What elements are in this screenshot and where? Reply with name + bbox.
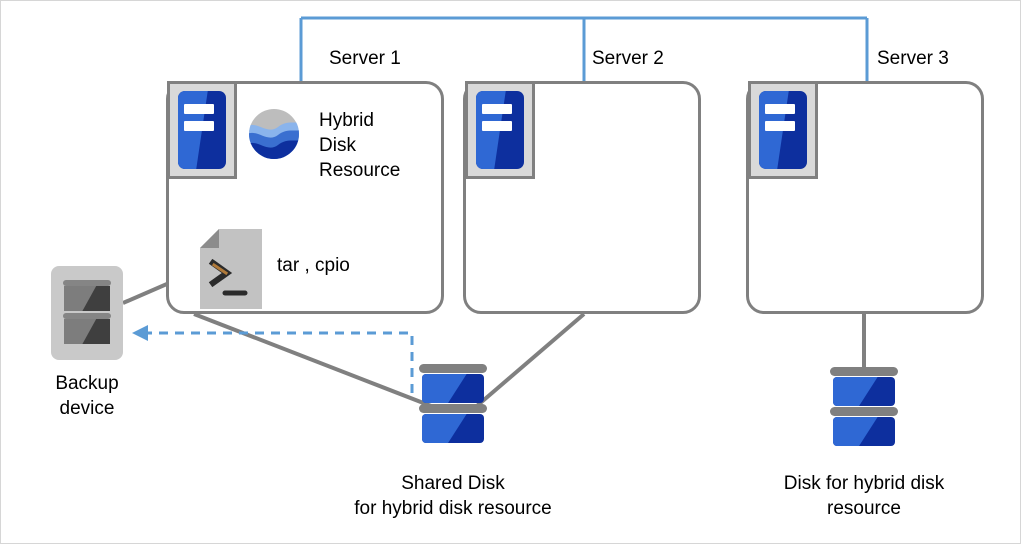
backup-flow-arrow [142, 331, 414, 393]
server-slot-bar [481, 120, 512, 131]
backup-device-icon [51, 266, 123, 360]
disk-cap [830, 367, 898, 376]
link-server1-shared-disk [193, 312, 445, 413]
tar-cpio-label: tar , cpio [277, 255, 350, 276]
disk-cap [830, 407, 898, 416]
server-3-icon [748, 81, 818, 179]
hybrid-disk-sphere-icon [249, 109, 299, 159]
link-server2-shared-disk [469, 312, 586, 413]
server-chassis [759, 91, 807, 169]
server-slot-bar [481, 104, 512, 115]
disk-cap [419, 404, 487, 413]
script-terminal-icon [200, 229, 262, 309]
server-slot-bar [183, 120, 214, 131]
backup-platter-cap [63, 280, 111, 286]
server-3-label: Server 3 [877, 48, 949, 69]
server-chassis [178, 91, 226, 169]
shared-disk-label: Shared Disk for hybrid disk resource [354, 473, 552, 519]
disk-platter [422, 374, 484, 403]
backup-platter [64, 319, 110, 344]
backup-platter [64, 286, 110, 311]
backup-flow-arrowhead [132, 325, 148, 341]
server-slot-bar [764, 104, 795, 115]
backup-platter-cap [63, 313, 111, 319]
disk-platter [833, 417, 895, 446]
disk-cap [419, 364, 487, 373]
server-2-icon [465, 81, 535, 179]
server-chassis [476, 91, 524, 169]
hybrid-disk-icon [830, 367, 898, 451]
shared-disk-icon [419, 364, 487, 448]
server-slot-bar [764, 120, 795, 131]
disk-platter [422, 414, 484, 443]
server-1-icon [167, 81, 237, 179]
backup-flow-path [142, 331, 414, 393]
hybrid-disk-resource-label: Hybrid Disk Resource [319, 110, 401, 181]
hybrid-disk-label: Disk for hybrid disk resource [783, 473, 945, 519]
backup-device-label: Backup device [55, 373, 119, 419]
disk-platter [833, 377, 895, 406]
server-2-label: Server 2 [592, 48, 664, 69]
server-slot-bar [183, 104, 214, 115]
server-1-label: Server 1 [329, 48, 401, 69]
server-2-box[interactable] [463, 81, 701, 314]
